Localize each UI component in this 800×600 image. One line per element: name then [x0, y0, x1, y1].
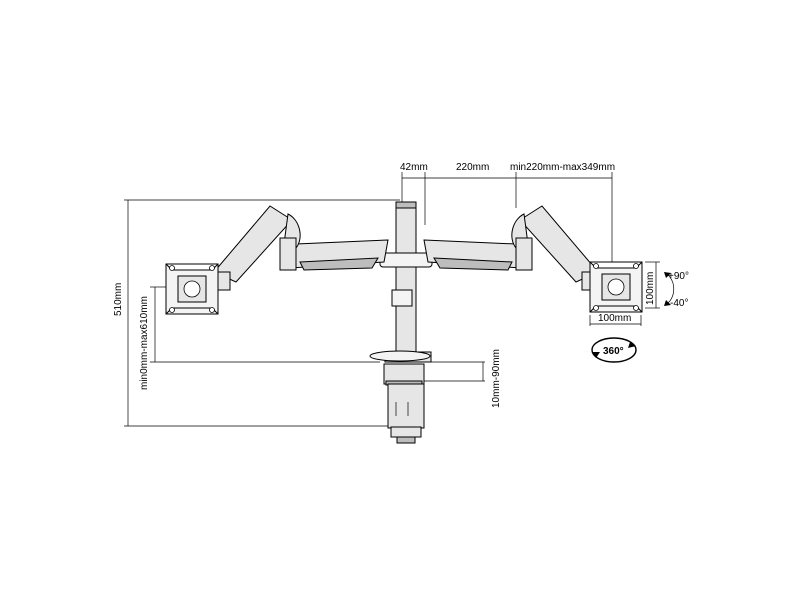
rotation-label: 360°	[603, 346, 624, 357]
left-arm	[207, 205, 389, 291]
mount-height-label: min0mm-max610mm	[139, 296, 150, 390]
outer-arm-label: min220mm-max349mm	[510, 162, 615, 173]
tilt-down-label: -40°	[670, 298, 688, 309]
arm-hub	[379, 252, 433, 268]
clamp-screw-knob	[390, 426, 422, 438]
pole	[395, 201, 417, 363]
right-vesa-plate	[589, 261, 643, 313]
pole-offset-label: 42mm	[400, 162, 428, 173]
rotation-360-icon	[591, 337, 637, 363]
tilt-arc-icon	[664, 272, 675, 306]
pole-collar	[391, 289, 413, 307]
pole-assembly	[369, 201, 433, 444]
clamp-body	[387, 383, 425, 429]
clamp-screw-end	[396, 436, 416, 444]
inner-arm-label: 220mm	[456, 162, 489, 173]
base-plate-top	[369, 350, 431, 362]
left-vesa-plate	[165, 263, 219, 315]
right-elbow-joint	[515, 237, 533, 271]
desk-thickness-label: 10mm-90mm	[491, 349, 502, 408]
total-height-label: 510mm	[113, 283, 124, 316]
right-arm	[423, 205, 605, 291]
vesa-horizontal-label: 100mm	[598, 313, 631, 324]
tilt-up-label: +90°	[668, 271, 689, 282]
pole-cap	[395, 201, 417, 209]
vesa-vertical-label: 100mm	[645, 272, 656, 305]
left-elbow-joint	[279, 237, 297, 271]
